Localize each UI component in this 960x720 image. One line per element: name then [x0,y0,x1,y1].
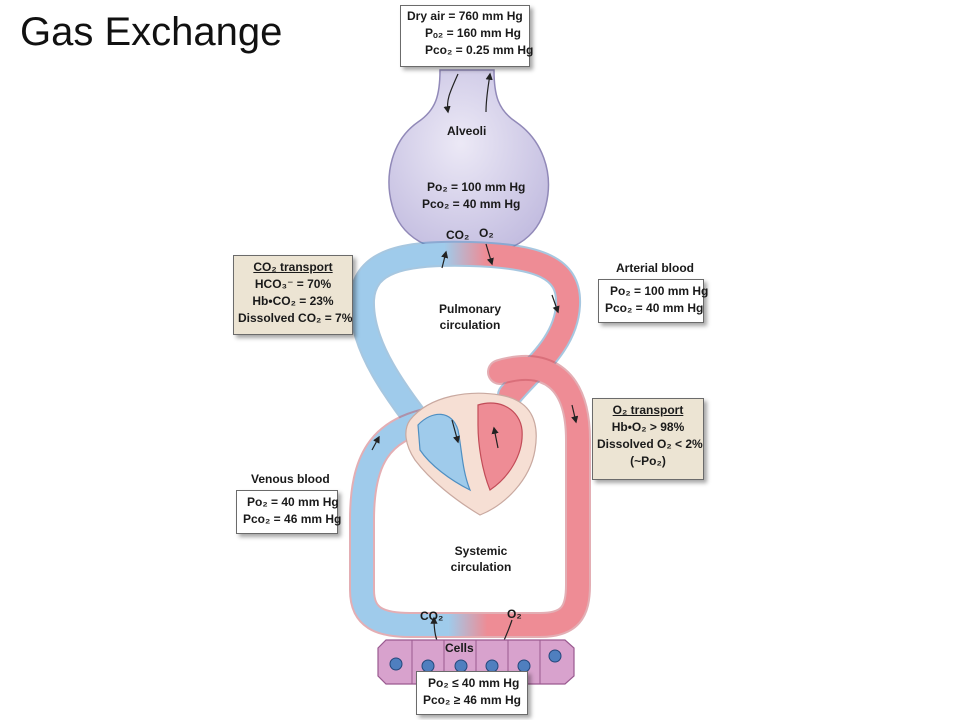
arterial-blood-label: Arterial blood [616,261,695,275]
cells-co2-label: CO₂ [420,609,444,623]
pulmonary-line1: Pulmonary [438,302,501,316]
o2-transport-po2: (~Po₂) [630,454,666,468]
arterial-po2: Po₂ = 100 mm Hg [610,284,709,298]
o2-transport-title: O₂ transport [612,403,684,417]
pulmonary-circulation-label: Pulmonary circulation [432,301,508,333]
alveoli-label: Alveoli [447,124,487,138]
venous-po2: Po₂ = 40 mm Hg [247,495,339,509]
flow-arrow [371,435,380,451]
o2-transport-box: O₂ transport Hb•O₂ > 98% Dissolved O₂ < … [592,398,704,480]
dry-air-box: Dry air = 760 mm Hg Pₒ₂ = 160 mm Hg Pco₂… [400,5,534,67]
systemic-circulation-label: Systemic circulation [442,543,520,575]
cells-po2: Po₂ ≤ 40 mm Hg [428,676,520,690]
cells-pco2: Pco₂ ≥ 46 mm Hg [423,693,521,707]
arterial-blood-box: Po₂ = 100 mm Hg Pco₂ = 40 mm Hg [598,279,709,323]
cells-label: Cells [445,641,474,655]
cells-o2-label: O₂ [507,607,522,621]
dry-air-pco2: Pco₂ = 0.25 mm Hg [425,43,534,57]
venous-blood-label: Venous blood [251,472,330,486]
dry-air-total: Dry air = 760 mm Hg [407,9,523,23]
systemic-vessel [349,355,591,638]
flow-arrow [551,294,560,314]
o2-transport-dissolved: Dissolved O₂ < 2% [597,437,703,451]
systemic-line1: Systemic [454,544,508,558]
arterial-pco2: Pco₂ = 40 mm Hg [605,301,704,315]
alveoli-co2-label: CO₂ [446,228,470,242]
co2-transport-title: CO₂ transport [253,260,333,274]
co2-transport-dissolved: Dissolved CO₂ = 7% [238,311,353,325]
cells-box: Po₂ ≤ 40 mm Hg Pco₂ ≥ 46 mm Hg [416,671,528,715]
slide-title: Gas Exchange [20,10,283,54]
systemic-line2: circulation [450,560,512,574]
inhale-arrow [443,73,459,114]
co2-transport-hco3: HCO₃⁻ = 70% [254,277,332,291]
heart [405,392,537,516]
co2-transport-box: CO₂ transport HCO₃⁻ = 70% Hb•CO₂ = 23% D… [233,255,353,335]
alveolus-sac [388,69,550,255]
venous-blood-box: Po₂ = 40 mm Hg Pco₂ = 46 mm Hg [236,490,342,534]
dry-air-po2: Pₒ₂ = 160 mm Hg [425,26,521,40]
flow-arrow [491,426,499,449]
venous-pco2: Pco₂ = 46 mm Hg [243,512,342,526]
alveoli-pco2: Pco₂ = 40 mm Hg [422,197,521,211]
o2-in-arrow [485,243,494,266]
pulmonary-line2: circulation [439,318,501,332]
flow-arrow [451,419,460,444]
alveoli-po2: Po₂ = 100 mm Hg [427,180,526,194]
co2-transport-hbco2: Hb•CO₂ = 23% [252,294,334,308]
flow-arrow [571,404,579,424]
o2-transport-hbo2: Hb•O₂ > 98% [611,420,685,434]
alveoli-o2-label: O₂ [479,226,494,240]
exhale-arrow [485,72,493,113]
co2-out-arrow [441,250,449,269]
